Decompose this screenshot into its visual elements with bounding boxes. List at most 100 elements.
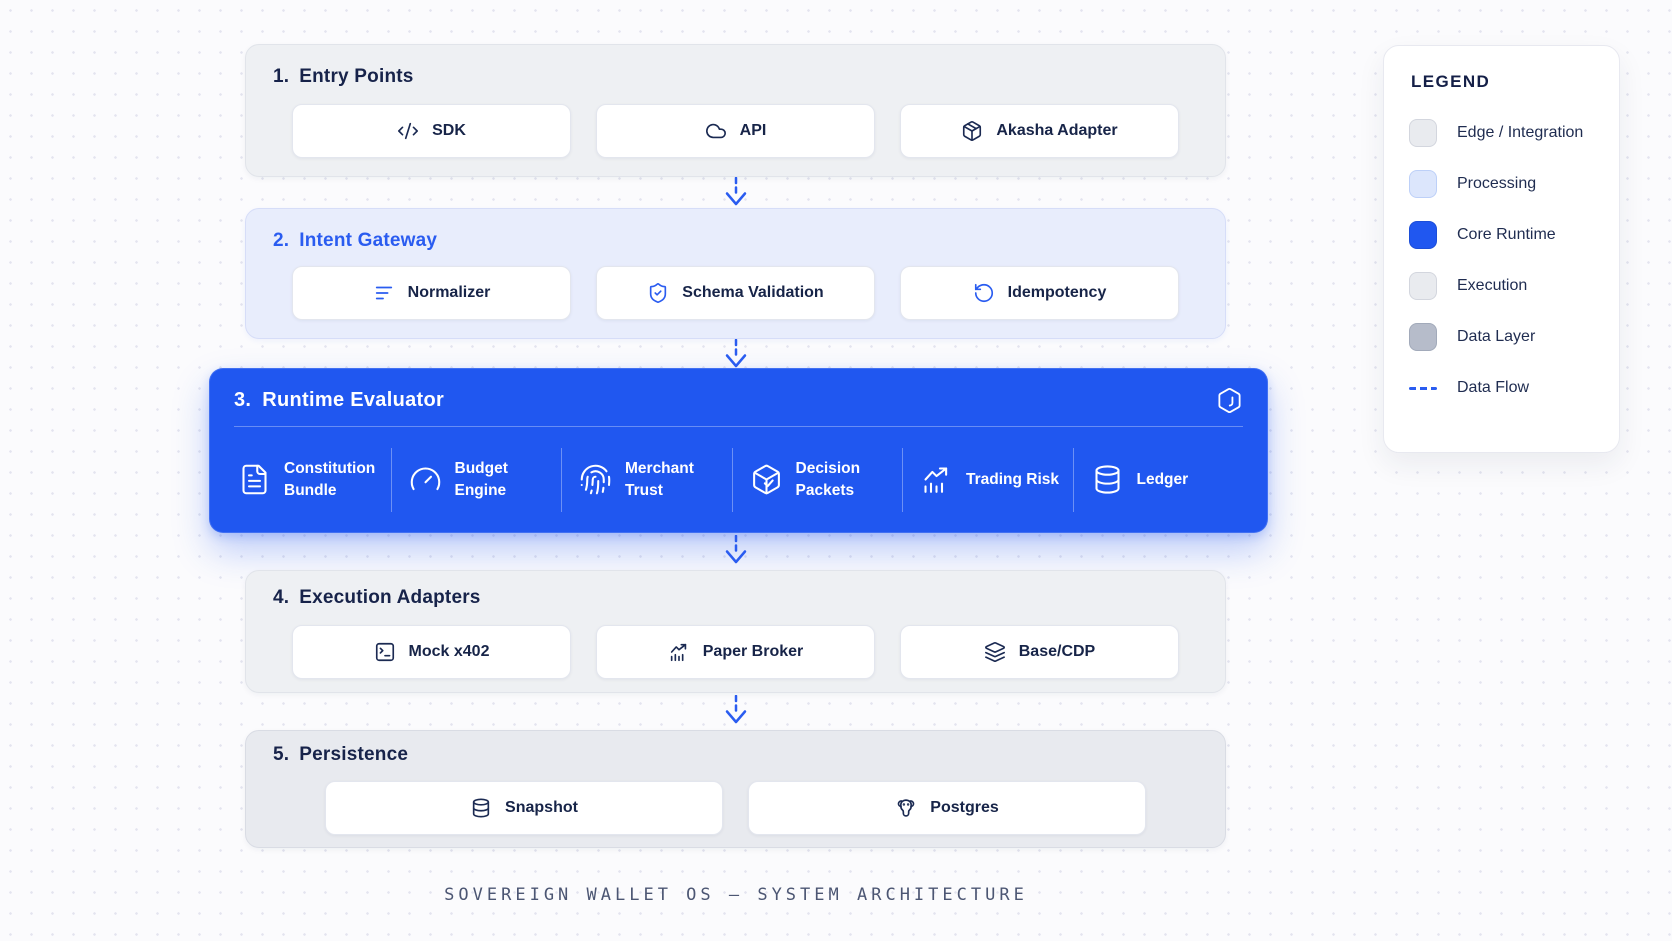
shield-check-icon (647, 282, 669, 304)
card-label: Normalizer (407, 284, 491, 301)
section-title: 2. Intent Gateway (273, 230, 437, 252)
card-label: Idempotency (1007, 284, 1107, 301)
core-item-trading-risk: Trading Risk (902, 447, 1073, 512)
core-item-budget-engine: Budget Engine (390, 447, 562, 512)
core-item-label: Trading Risk (966, 470, 1060, 488)
legend-item-label: Execution (1457, 277, 1528, 294)
card-label: Akasha Adapter (996, 122, 1118, 139)
section-number: 5. (273, 744, 290, 765)
postgres-elephant-icon (895, 797, 917, 819)
card-label: Schema Validation (682, 284, 824, 301)
core-item-ledger: Ledger (1072, 447, 1244, 512)
card-schema-validation: Schema Validation (596, 266, 875, 320)
card-label: Postgres (930, 799, 999, 816)
fingerprint-icon (579, 463, 612, 496)
core-item-decision-packets: Decision Packets (731, 447, 903, 512)
legend-item-label: Processing (1457, 175, 1537, 192)
section-title-text: Runtime Evaluator (262, 389, 445, 411)
card-label: API (739, 122, 767, 139)
chart-up-icon (668, 641, 690, 663)
section-title: 5. Persistence (273, 744, 408, 766)
data-flow-arrow (722, 535, 750, 565)
layers-icon (984, 641, 1006, 663)
cards-row: Snapshot Postgres (246, 781, 1225, 835)
cards-row: Normalizer Schema Validation Idempotency (246, 266, 1225, 320)
legend-item-label: Data Layer (1457, 328, 1536, 345)
section-title-text: Intent Gateway (299, 230, 438, 251)
core-panel-header: 3. Runtime Evaluator (234, 369, 1243, 427)
legend-swatch-data-layer (1409, 323, 1437, 351)
legend-item-core-runtime: Core Runtime (1409, 221, 1619, 249)
core-item-merchant-trust: Merchant Trust (561, 447, 732, 512)
legend-swatch-processing (1409, 170, 1437, 198)
section-number: 4. (273, 587, 290, 608)
card-idempotency: Idempotency (900, 266, 1179, 320)
card-label: Snapshot (505, 799, 578, 816)
card-api: API (596, 104, 875, 158)
legend-swatch-edge-integration (1409, 119, 1437, 147)
legend-item-label: Core Runtime (1457, 226, 1556, 243)
box-check-icon (750, 463, 783, 496)
legend-swatch-execution (1409, 272, 1437, 300)
code-icon (397, 120, 419, 142)
chart-up-icon (920, 463, 953, 496)
package-icon (961, 120, 983, 142)
card-sdk: SDK (292, 104, 571, 158)
file-text-icon (238, 463, 271, 496)
legend-item-data-flow: Data Flow (1409, 374, 1619, 402)
section-title-text: Execution Adapters (299, 587, 481, 608)
section-number: 1. (273, 66, 290, 87)
section-title-text: Persistence (299, 744, 409, 765)
core-item-label: Merchant Trust (625, 459, 694, 499)
terminal-icon (374, 641, 396, 663)
rotate-ccw-icon (973, 282, 995, 304)
card-mock-x402: Mock x402 (292, 625, 571, 679)
card-normalizer: Normalizer (292, 266, 571, 320)
card-akasha-adapter: Akasha Adapter (900, 104, 1179, 158)
card-postgres: Postgres (748, 781, 1146, 835)
legend-swatch-core-runtime (1409, 221, 1437, 249)
database-icon (470, 797, 492, 819)
card-label: Base/CDP (1018, 643, 1096, 660)
section-number: 3. (234, 389, 252, 411)
legend-item-label: Data Flow (1457, 379, 1530, 396)
core-item-label: Budget Engine (454, 459, 508, 499)
card-label: SDK (432, 122, 466, 139)
cloud-icon (705, 120, 727, 142)
data-flow-dash-swatch (1409, 386, 1437, 390)
legend-item-data-layer: Data Layer (1409, 323, 1619, 351)
data-flow-arrow (722, 695, 750, 725)
legend-item-label: Edge / Integration (1457, 124, 1584, 141)
legend-title: LEGEND (1411, 72, 1491, 91)
section-title: 4. Execution Adapters (273, 587, 481, 609)
core-item-constitution-bundle: Constitution Bundle (234, 448, 391, 512)
legend-item-processing: Processing (1409, 170, 1619, 198)
data-flow-arrow (722, 339, 750, 369)
core-item-label: Ledger (1136, 470, 1189, 488)
footer-caption: SOVEREIGN WALLET OS — SYSTEM ARCHITECTUR… (444, 885, 1028, 905)
core-item-label: Decision Packets (795, 459, 861, 499)
card-paper-broker: Paper Broker (596, 625, 875, 679)
section-title: 1. Entry Points (273, 66, 414, 88)
hexagon-logo-icon (1216, 387, 1243, 414)
database-icon (1091, 463, 1124, 496)
core-items-row: Constitution Bundle Budget Engine Merchant… (210, 427, 1267, 532)
section-title-text: Entry Points (299, 66, 414, 87)
gauge-icon (409, 463, 442, 496)
core-item-label: Constitution Bundle (284, 459, 376, 499)
legend-item-execution: Execution (1409, 272, 1619, 300)
section-number: 2. (273, 230, 290, 251)
cards-row: SDK API Akasha Adapter (246, 104, 1225, 158)
filter-lines-icon (373, 282, 395, 304)
card-label: Paper Broker (702, 643, 804, 660)
legend-item-edge-integration: Edge / Integration (1409, 119, 1619, 147)
section-title: 3. Runtime Evaluator (234, 389, 444, 412)
data-flow-arrow (722, 177, 750, 207)
